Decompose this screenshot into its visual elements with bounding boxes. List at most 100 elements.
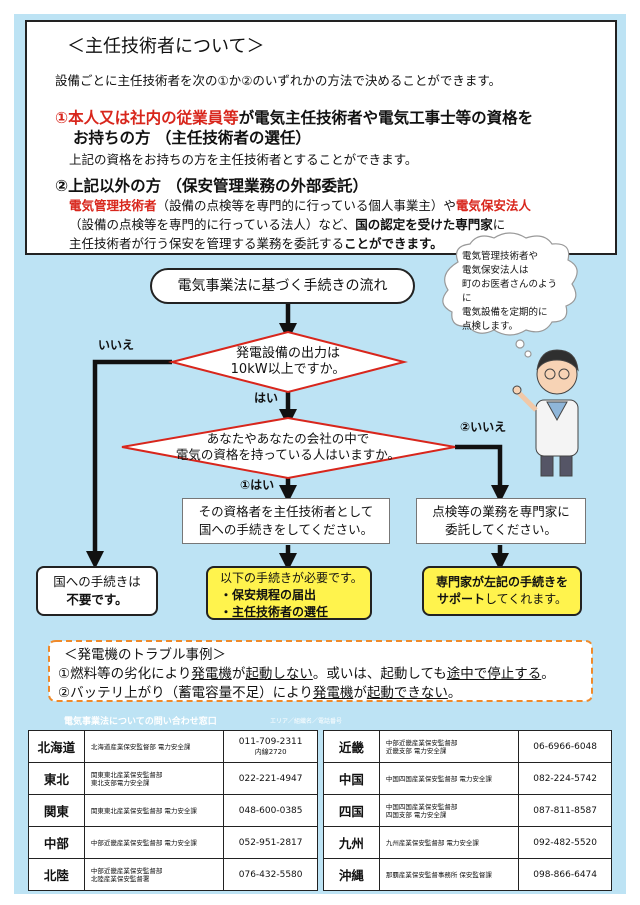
contact-region: 中国: [323, 762, 380, 795]
trouble-line2: ②バッテリ上がり（蓄電容量不足）により発電機が起動できない。: [58, 681, 461, 701]
end-left-line2: 不要です。: [66, 592, 128, 607]
electric-safety-corp-red: 電気保安法人: [455, 198, 531, 213]
phone-extension: 内線2720: [254, 747, 287, 756]
office-line: 中部近畿産業保安監督部: [90, 866, 163, 875]
generator-trouble-section: ＜発電機のトラブル事例＞ ①燃料等の劣化により発電機が起動しない。或いは、起動し…: [48, 640, 593, 702]
option2-line3-b: ことができます。: [344, 236, 443, 251]
trouble-l1-f: 途中で停止する: [446, 666, 542, 682]
contact-office: 中部近畿産業保安監督部 電力安全課: [83, 826, 225, 859]
info-title: ＜主任技術者について＞: [67, 36, 265, 57]
trouble-l1-g: 。: [541, 666, 555, 682]
office-line: 中国四国産業保安監督部: [385, 802, 458, 811]
trouble-title: ＜発電機のトラブル事例＞: [64, 647, 226, 663]
contact-row: 九州 九州産業保安監督部 電力安全課 092-482-5520: [323, 826, 612, 859]
end-mid-line1: 以下の手続きが必要です。: [220, 571, 363, 585]
end-left-line1: 国への手続きは: [53, 574, 141, 589]
trouble-l2-e: 。: [447, 685, 462, 701]
contact-phone: 022-221-4947: [223, 762, 318, 795]
contact-office: 北海道産業保安監督部 電力安全課: [83, 730, 225, 763]
end-required-procedures: 以下の手続きが必要です。 ・保安規程の届出 ・主任技術者の選任: [206, 566, 372, 620]
contacts-table-right: 近畿 中部近畿産業保安監督部近畿支部 電力安全課 06-6966-6048 中国…: [323, 730, 612, 891]
end-no-procedure: 国への手続きは 不要です。: [36, 566, 158, 616]
office-line: 九州産業保安監督部 電力安全課: [385, 838, 479, 847]
question-output-line1: 発電設備の出力は: [235, 346, 340, 361]
bubble-line: 点検します。: [462, 321, 519, 332]
contact-phone: 06-6966-6048: [518, 730, 612, 763]
office-line: 四国支部 電力安全課: [385, 810, 447, 819]
office-line: 関東東北産業保安監督部 電力安全課: [90, 806, 197, 815]
trouble-l1-a: ①燃料等の劣化により: [58, 666, 192, 682]
trouble-l1-d: 起動しない: [245, 666, 313, 682]
contact-region: 北陸: [28, 858, 85, 891]
end-mid-line2: ・保安規程の届出: [220, 588, 317, 602]
office-line: 北海道産業保安監督部 電力安全課: [90, 742, 191, 751]
contact-office: 関東東北産業保安監督部 電力安全課: [83, 794, 225, 827]
bubble-text: 電気管理技術者や 電気保安法人は 町のお医者さんのように 電気設備を定期的に 点…: [462, 250, 562, 334]
label-no-2: ②いいえ: [460, 420, 507, 434]
box-appoint-line1: その資格者を主任技術者として: [198, 504, 374, 519]
contact-region: 関東: [28, 794, 85, 827]
contact-office: 中部近畿産業保安監督部近畿支部 電力安全課: [378, 730, 520, 763]
contact-phone: 048-600-0385: [223, 794, 318, 827]
contact-phone: 052-951-2817: [223, 826, 318, 859]
flow-title: 電気事業法に基づく手続きの流れ: [150, 268, 415, 304]
arrow-q2-no: [455, 444, 509, 503]
option2-line1: 電気管理技術者（設備の点検等を専門的に行っている個人事業主）や電気保安法人: [69, 195, 531, 214]
office-line: 那覇産業保安監督事務所 保安監督課: [385, 870, 492, 879]
bubble-line: 町のお医者さんのように: [462, 279, 558, 304]
question-qualification-line1: あなたやあなたの会社の中で: [206, 431, 370, 446]
contact-region: 九州: [323, 826, 380, 859]
label-yes-1: はい: [254, 391, 279, 405]
contact-office: 那覇産業保安監督事務所 保安監督課: [378, 858, 520, 891]
contact-region: 北海道: [28, 730, 85, 763]
question-output: 発電設備の出力は 10kW以上ですか。: [205, 346, 371, 378]
contact-row: 関東 関東東北産業保安監督部 電力安全課 048-600-0385: [28, 794, 318, 827]
contact-phone: 098-866-6474: [518, 858, 612, 891]
contact-phone: 082-224-5742: [518, 762, 612, 795]
end-right-line1: 専門家が左記の手続きを: [435, 575, 568, 589]
info-intro: 設備ごとに主任技術者を次の①か②のいずれかの方法で決めることができます。: [55, 73, 502, 88]
bubble-line: 電気管理技術者や: [462, 251, 539, 262]
contact-row: 中部 中部近畿産業保安監督部 電力安全課 052-951-2817: [28, 826, 318, 859]
bubble-line: 電気設備を定期的に: [462, 307, 548, 318]
office-line: 北陸産業保安監督署: [90, 874, 150, 883]
trouble-border: [48, 640, 593, 702]
arrow-q1-no: [86, 359, 172, 569]
trouble-l2-a: ②バッテリ上がり（蓄電容量不足）により: [58, 685, 313, 701]
end-mid-line3: ・主任技術者の選任: [220, 605, 329, 619]
speech-bubble: [442, 232, 578, 358]
box-outsource-line1: 点検等の業務を専門家に: [432, 504, 570, 519]
label-no-1: いいえ: [98, 338, 135, 352]
option1-heading: ①本人又は社内の従業員等が電気主任技術者や電気工事士等の資格を: [55, 106, 533, 128]
contact-office: 中国四国産業保安監督部四国支部 電力安全課: [378, 794, 520, 827]
certified-expert-bold: 国の認定を受けた専門家: [355, 217, 493, 232]
contact-phone: 076-432-5580: [223, 858, 318, 891]
contact-row: 北陸 中部近畿産業保安監督部北陸産業保安監督署 076-432-5580: [28, 858, 318, 891]
contact-region: 近畿: [323, 730, 380, 763]
contact-region: 沖縄: [323, 858, 380, 891]
procedure-flowchart: [86, 232, 579, 571]
contact-office: 関東東北産業保安監督部東北支部電力安全課: [83, 762, 225, 795]
contact-row: 四国 中国四国産業保安監督部四国支部 電力安全課 087-811-8587: [323, 794, 612, 827]
option2-line2: （設備の点検等を専門的に行っている法人）など、国の認定を受けた専門家に: [69, 214, 505, 233]
question-qualification: あなたやあなたの会社の中で 電気の資格を持っている人はいますか。: [160, 431, 416, 463]
option1-red-text: ①本人又は社内の従業員等: [55, 109, 239, 127]
question-output-line2: 10kW以上ですか。: [230, 362, 346, 377]
box-outsource-line2: 委託してください。: [445, 522, 557, 537]
contact-office: 中部近畿産業保安監督部北陸産業保安監督署: [83, 858, 225, 891]
contact-row: 東北 関東東北産業保安監督部東北支部電力安全課 022-221-4947: [28, 762, 318, 795]
contact-region: 四国: [323, 794, 380, 827]
office-line: 中国四国産業保安監督部 電力安全課: [385, 774, 492, 783]
office-line: 中部近畿産業保安監督部: [385, 738, 458, 747]
trouble-l2-b: 発電機: [312, 685, 354, 701]
contact-row: 沖縄 那覇産業保安監督事務所 保安監督課 098-866-6474: [323, 858, 612, 891]
office-line: 中部近畿産業保安監督部 電力安全課: [90, 838, 197, 847]
office-line: 近畿支部 電力安全課: [385, 746, 447, 755]
end-expert-support: 専門家が左記の手続きを サポートしてくれます。: [422, 566, 582, 616]
support-bold: サポート: [436, 592, 485, 606]
contacts-heading: 電気事業法についての問い合わせ窓口: [64, 717, 217, 727]
box-outsource: 点検等の業務を専門家に 委託してください。: [416, 498, 586, 544]
